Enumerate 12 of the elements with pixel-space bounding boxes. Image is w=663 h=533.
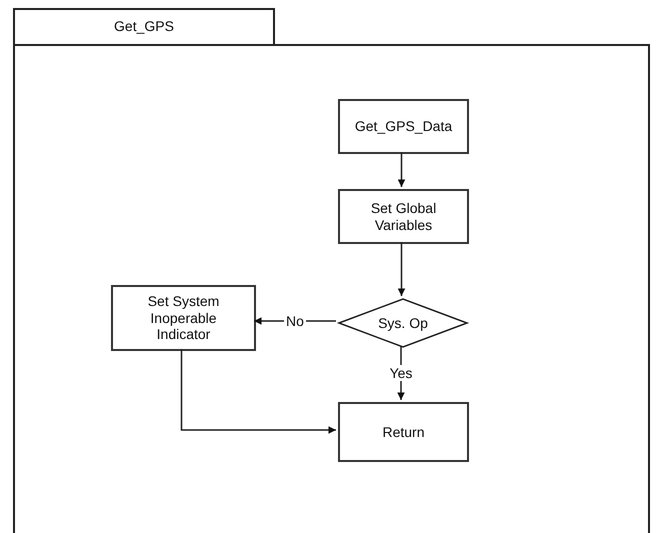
decision-diamond [338,298,468,348]
process-box: Return [338,402,469,462]
edge-label: No [284,313,306,329]
decision-label: Sys. Op [378,314,428,332]
frame-tab: Get_GPS [13,8,275,46]
process-box: Get_GPS_Data [338,99,469,154]
edge-label: Yes [388,365,414,381]
process-box: Set System Inoperable Indicator [111,285,256,351]
arrow [398,242,406,296]
process-box: Set Global Variables [338,189,469,244]
arrow [398,152,406,187]
arrow [180,349,336,434]
